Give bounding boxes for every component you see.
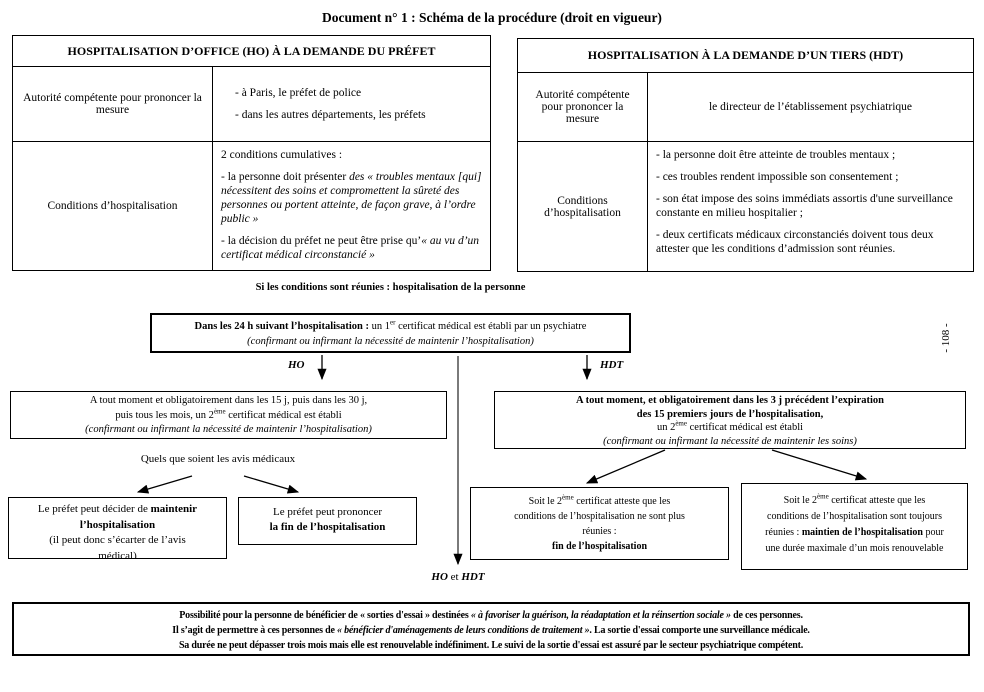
ho-branch-label: HO [288,359,305,371]
ho-conditions-value: 2 conditions cumulatives : - la personne… [213,142,490,270]
clipped-line: médical) [98,549,137,559]
footer-line2: Il s’agit de permettre à ces personnes d… [172,625,810,636]
prefet-maintain-box: Le préfet peut décider de maintenir l’ho… [8,497,227,559]
box-24h-line1: Dans les 24 h suivant l’hospitalisation … [194,318,587,332]
hdt-conditions-item: - la personne doit être atteinte de trou… [656,149,896,161]
box-24h-line2: (confirmant ou infirmant la nécessité de… [247,336,534,347]
avis-arrow-right [243,475,300,494]
hdt-conditions-item: - deux certificats médicaux circonstanci… [656,229,934,255]
hdt-authority-label: Autorité compétente pour prononcer la me… [518,73,648,141]
ho-conditions-item: - la personne doit présenter des « troub… [221,171,482,225]
prefet-end-box: Le préfet peut prononcer la fin de l’hos… [238,497,417,545]
ho-table-row-authority: Autorité compétente pour prononcer la me… [13,67,490,141]
page-number: - 108 - [940,323,952,353]
ho-table-row-conditions: Conditions d’hospitalisation 2 condition… [13,141,490,270]
page-title: Document n° 1 : Schéma de la procédure (… [322,10,662,25]
ho-conditions-item: - la décision du préfet ne peut être pri… [221,235,480,261]
ho-table-header: HOSPITALISATION D’OFFICE (HO) À LA DEMAN… [13,36,490,67]
cert-arrow-right [771,449,868,481]
hdt-conditions-item: - ces troubles rendent impossible son co… [656,171,899,183]
hdt-authority-value: le directeur de l’établissement psychiat… [708,101,913,113]
ho-et-hdt-label: HO et HDT [431,571,485,583]
hdt-certificate-box: A tout moment, et obligatoirement dans l… [494,391,966,449]
box-24h-certificate: Dans les 24 h suivant l’hospitalisation … [150,313,631,353]
cert-arrow-left [585,449,666,484]
hdt-table-row-conditions: Conditions d’hospitalisation - la person… [518,141,973,271]
hdt-branch-label: HDT [600,359,624,371]
footer-line3: Sa durée ne peut dépasser trois mois mai… [178,640,804,651]
superscript-eme: ème [675,419,687,428]
ho-authority-line: - dans les autres départements, les préf… [235,109,426,121]
ho-authority-line: - à Paris, le préfet de police [235,87,362,99]
hdt-conditions-label: Conditions d’hospitalisation [518,142,648,271]
ho-authority-label: Autorité compétente pour prononcer la me… [13,67,213,141]
superscript-eme: ème [213,407,226,415]
ho-conditions-intro: 2 conditions cumulatives : [221,149,343,161]
hdt-table-header: HOSPITALISATION À LA DEMANDE D’UN TIERS … [518,39,973,73]
ho-authority-value: - à Paris, le préfet de police - dans le… [213,67,490,141]
hdt-table-row-authority: Autorité compétente pour prononcer la me… [518,73,973,141]
certificate-end-box: Soit le 2ème certificat atteste que les … [470,487,729,560]
superscript-eme: ème [817,492,829,501]
ho-conditions-label: Conditions d’hospitalisation [13,142,213,270]
medical-opinions-label: Quels que soient les avis médicaux [140,453,296,465]
superscript-er: er [390,318,396,327]
footer-line1: Possibilité pour la personne de bénéfici… [179,610,803,621]
hdt-table: HOSPITALISATION À LA DEMANDE D’UN TIERS … [517,38,974,272]
hdt-conditions-value: - la personne doit être atteinte de trou… [648,142,973,271]
avis-arrow-left [136,475,193,494]
hdt-conditions-item: - son état impose des soins immédiats as… [656,193,953,219]
certificate-maintain-box: Soit le 2ème certificat atteste que les … [741,483,968,570]
conditions-met-heading: Si les conditions sont réunies : hospita… [255,282,526,293]
ho-certificate-box: A tout moment et obligatoirement dans le… [10,391,447,439]
trial-outings-box: Possibilité pour la personne de bénéfici… [12,602,970,656]
superscript-eme: ème [562,493,574,502]
ho-table: HOSPITALISATION D’OFFICE (HO) À LA DEMAN… [12,35,491,271]
